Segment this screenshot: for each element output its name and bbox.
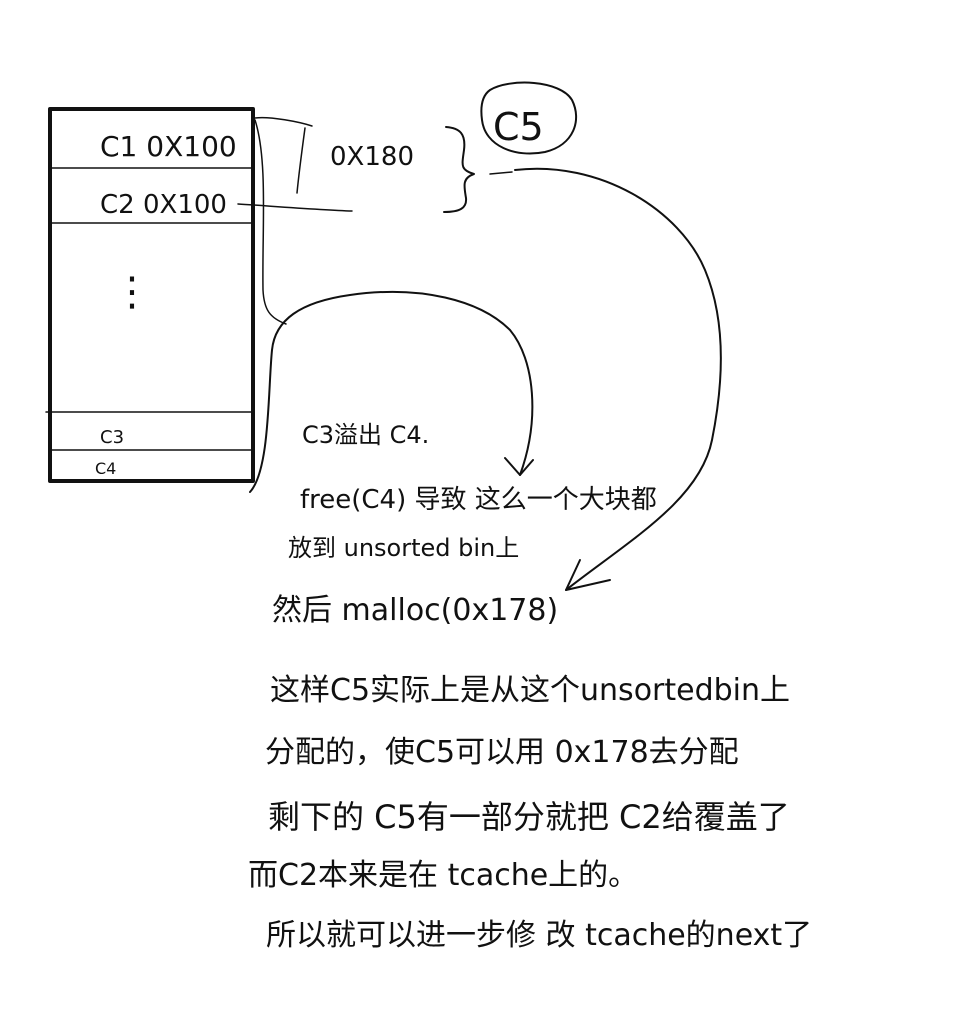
note-line-5: 这样C5实际上是从这个unsortedbin上	[270, 673, 790, 708]
chunk-c4-label: C4	[95, 459, 116, 478]
c1-connector	[254, 116, 313, 127]
note-line-3: 放到 unsorted bin上	[288, 534, 519, 562]
note-line-6: 分配的，使C5可以用 0x178去分配	[265, 735, 739, 770]
c5-label: C5	[493, 105, 544, 149]
note-line-9: 所以就可以进一步修 改 tcache的next了	[266, 918, 812, 953]
note-line-8: 而C2本来是在 tcache上的。	[248, 858, 638, 893]
memory-block	[48, 107, 255, 483]
c5-circle	[480, 81, 577, 155]
brace-tick	[489, 171, 513, 175]
c5-arrow	[514, 167, 722, 591]
c2-connector	[237, 203, 353, 212]
c4-arrow	[249, 290, 534, 493]
chunk-c2-label: C2 0X100	[100, 190, 227, 220]
curly-brace	[443, 126, 475, 213]
c4-loop	[254, 119, 287, 325]
size-annotation: 0X180	[330, 142, 414, 172]
note-line-4: 然后 malloc(0x178)	[272, 593, 558, 628]
note-line-1: C3溢出 C4.	[302, 421, 429, 449]
note-line-7: 剩下的 C5有一部分就把 C2给覆盖了	[268, 798, 790, 836]
size-bar	[296, 127, 306, 194]
c4-arrowhead	[504, 457, 534, 476]
chunk-c1-label: C1 0X100	[100, 130, 237, 163]
note-line-2: free(C4) 导致 这么一个大块都	[300, 485, 657, 515]
ellipsis-dots: ⋮	[112, 269, 152, 315]
chunk-c3-label: C3	[100, 427, 124, 448]
c5-arrowhead	[565, 559, 611, 591]
